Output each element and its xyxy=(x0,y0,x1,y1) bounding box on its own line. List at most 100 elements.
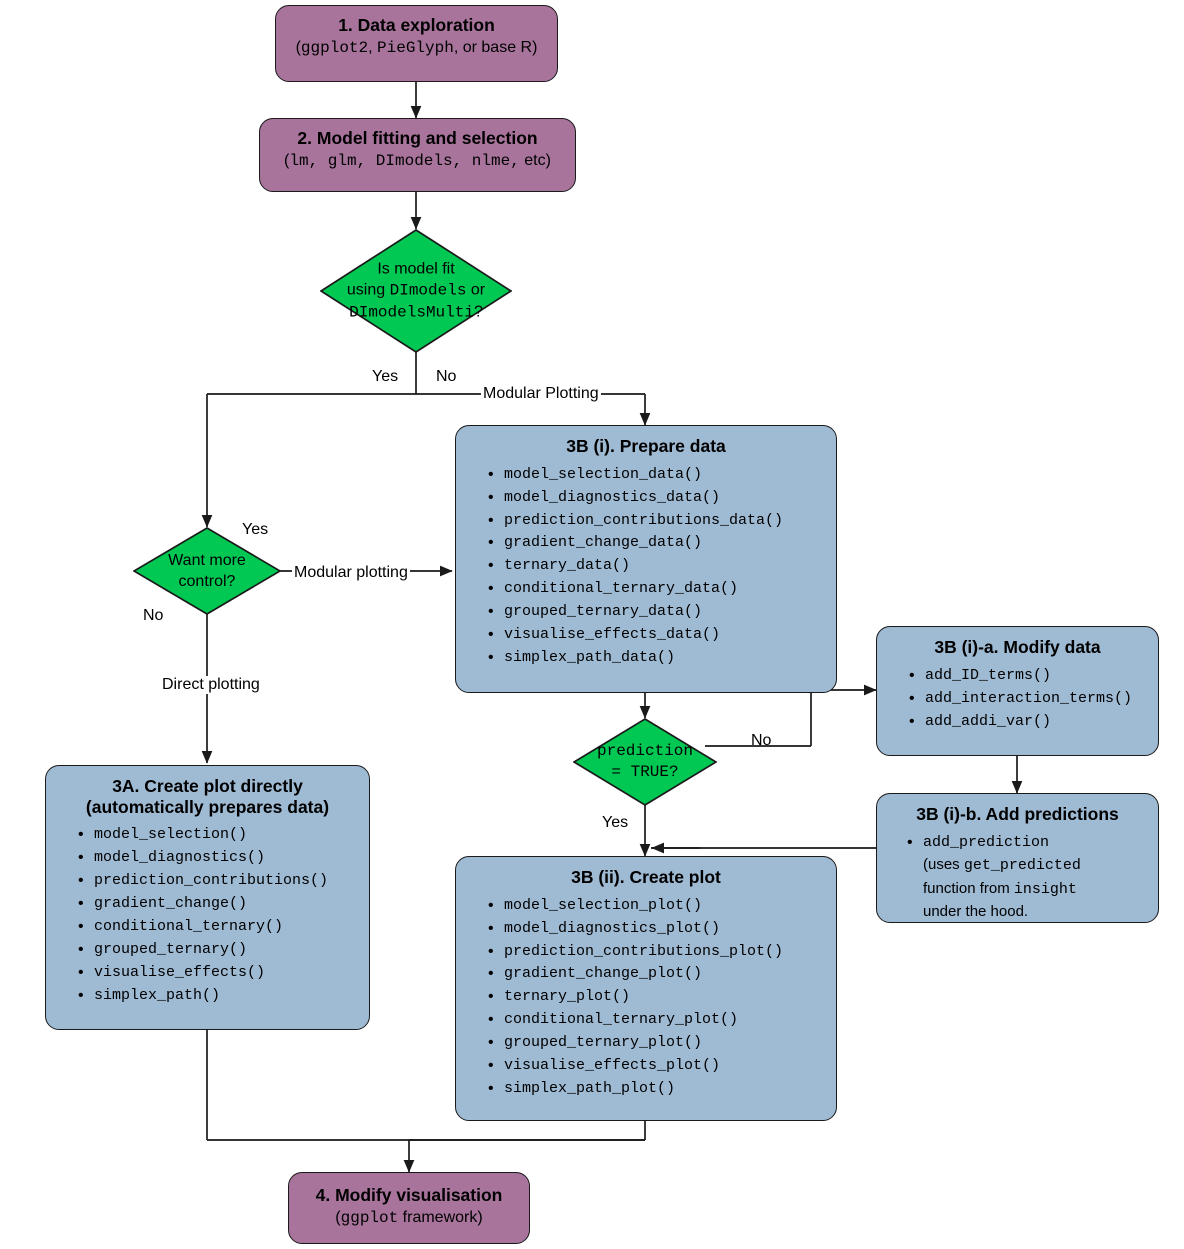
decision-1-line-1: Is model fit xyxy=(377,260,455,278)
node-step-4-modify-visualisation[interactable]: 4. Modify visualisation (ggplot framewor… xyxy=(288,1172,530,1244)
step-4-sub-open: ( xyxy=(335,1208,341,1226)
decision-want-more-control[interactable]: Want more control? xyxy=(133,527,281,615)
step-3bii-function-list: model_selection_plot() model_diagnostics… xyxy=(468,894,824,1102)
node-step-3bia-modify-data[interactable]: 3B (i)-a. Modify data add_ID_terms() add… xyxy=(876,626,1159,756)
decision-1-line-2-pre: using xyxy=(346,281,390,299)
node-step-3bi-prepare-data[interactable]: 3B (i). Prepare data model_selection_dat… xyxy=(455,425,837,693)
step-3bii-title: 3B (ii). Create plot xyxy=(571,867,721,887)
list-item: model_selection_data() xyxy=(488,463,824,487)
decision-1-line-2: using DImodels or xyxy=(320,279,512,301)
list-item: model_selection() xyxy=(78,823,357,847)
step-1-sub-tail: , or base R) xyxy=(453,38,538,56)
decision-is-model-fit-dimodels[interactable]: Is model fit using DImodels or DImodelsM… xyxy=(320,229,512,353)
step-2-sub-tail: etc) xyxy=(519,151,551,169)
step-3bia-title: 3B (i)-a. Modify data xyxy=(934,637,1101,657)
list-item: model_diagnostics() xyxy=(78,846,357,870)
list-item: visualise_effects_data() xyxy=(488,623,824,647)
list-item: gradient_change() xyxy=(78,892,357,916)
decision-2-line-1: Want more xyxy=(168,551,246,569)
step-3a-title-line-2: (automatically prepares data) xyxy=(85,796,330,817)
step-3a-function-list: model_selection() model_diagnostics() pr… xyxy=(58,823,357,1008)
decision-2-label: Want more control? xyxy=(133,550,281,592)
list-item: simplex_path() xyxy=(78,984,357,1008)
edge-label-decision2-no: No xyxy=(143,607,164,624)
decision-1-line-3-post: ? xyxy=(473,303,483,321)
step-4-sub-tail: framework) xyxy=(398,1208,483,1226)
list-item: ternary_plot() xyxy=(488,985,824,1009)
edge-label-decision3-yes: Yes xyxy=(602,814,629,831)
step-3a-title: 3A. Create plot directly (automatically … xyxy=(58,776,357,817)
list-item: model_selection_plot() xyxy=(488,894,824,918)
list-item: visualise_effects() xyxy=(78,961,357,985)
decision-1-pkg-dimodels: DImodels xyxy=(389,281,467,300)
step-3bib-line-3-pre: function from xyxy=(923,879,1014,897)
decision-3-line-2: = TRUE? xyxy=(611,763,679,781)
step-3bib-fn: add_prediction xyxy=(923,833,1050,851)
step-1-sub-pkg2: PieGlyph xyxy=(377,38,454,57)
list-item: add_prediction (uses get_predicted funct… xyxy=(907,831,1146,925)
node-step-3bib-add-predictions[interactable]: 3B (i)-b. Add predictions add_prediction… xyxy=(876,793,1159,923)
diamond-shape xyxy=(133,527,281,615)
list-item: add_ID_terms() xyxy=(909,664,1146,688)
list-item: grouped_ternary_data() xyxy=(488,600,824,624)
edge-label-modular-plotting-upper: Modular Plotting xyxy=(481,385,601,403)
list-item: conditional_ternary() xyxy=(78,915,357,939)
list-item: grouped_ternary_plot() xyxy=(488,1031,824,1055)
step-1-sub-open: ( xyxy=(295,38,301,56)
decision-1-line-2-post: or xyxy=(466,281,486,299)
node-step-1-data-exploration[interactable]: 1. Data exploration (ggplot2, PieGlyph, … xyxy=(275,5,558,82)
step-1-sub-sep: , xyxy=(368,38,378,56)
node-step-3a-create-plot-directly[interactable]: 3A. Create plot directly (automatically … xyxy=(45,765,370,1030)
list-item: gradient_change_plot() xyxy=(488,962,824,986)
list-item: gradient_change_data() xyxy=(488,531,824,555)
step-3a-title-line-1: 3A. Create plot directly xyxy=(112,776,303,796)
step-3bib-title: 3B (i)-b. Add predictions xyxy=(916,804,1119,824)
edge-label-decision3-no: No xyxy=(751,732,772,749)
step-1-sub-pkg1: ggplot2 xyxy=(300,38,369,57)
edge-label-modular-plotting-lower: Modular plotting xyxy=(292,564,410,582)
step-3bi-function-list: model_selection_data() model_diagnostics… xyxy=(468,463,824,671)
list-item: prediction_contributions() xyxy=(78,869,357,893)
list-item: add_interaction_terms() xyxy=(909,687,1146,711)
step-2-sub-open: ( xyxy=(284,151,290,169)
node-step-2-model-fitting[interactable]: 2. Model fitting and selection (lm, glm,… xyxy=(259,118,576,192)
edge-label-direct-plotting: Direct plotting xyxy=(160,676,262,694)
decision-1-line-3: DImodelsMulti? xyxy=(320,302,512,324)
step-4-subtitle: (ggplot framework) xyxy=(299,1208,519,1228)
decision-1-pkg-dimodelsmulti: DImodelsMulti xyxy=(349,303,474,322)
list-item: conditional_ternary_data() xyxy=(488,577,824,601)
step-2-subtitle: (lm, glm, DImodels, nlme, etc) xyxy=(270,151,565,171)
step-3bib-line-2-pre: (uses xyxy=(923,856,964,874)
diamond-shape xyxy=(573,718,717,806)
step-3bib-pkg-insight: insight xyxy=(1013,880,1077,898)
decision-3-label: prediction = TRUE? xyxy=(573,741,717,783)
step-1-subtitle: (ggplot2, PieGlyph, or base R) xyxy=(286,38,547,58)
list-item: model_diagnostics_plot() xyxy=(488,917,824,941)
node-step-3bii-create-plot[interactable]: 3B (ii). Create plot model_selection_plo… xyxy=(455,856,837,1121)
step-3bia-function-list: add_ID_terms() add_interaction_terms() a… xyxy=(889,664,1146,734)
list-item: ternary_data() xyxy=(488,554,824,578)
list-item: simplex_path_data() xyxy=(488,646,824,670)
list-item: visualise_effects_plot() xyxy=(488,1054,824,1078)
list-item: model_diagnostics_data() xyxy=(488,486,824,510)
list-item: prediction_contributions_data() xyxy=(488,509,824,533)
step-2-title: 2. Model fitting and selection xyxy=(297,128,538,148)
step-4-title: 4. Modify visualisation xyxy=(315,1185,503,1205)
decision-3-line-1: prediction xyxy=(596,741,693,760)
decision-prediction-is-true[interactable]: prediction = TRUE? xyxy=(573,718,717,806)
decision-2-line-2: control? xyxy=(178,573,236,590)
step-3bib-line-4: under the hood. xyxy=(923,903,1029,921)
step-3bi-title: 3B (i). Prepare data xyxy=(566,436,726,456)
list-item: conditional_ternary_plot() xyxy=(488,1008,824,1032)
edge-label-decision1-no: No xyxy=(436,368,457,385)
diamond-shape xyxy=(320,229,512,353)
step-1-title: 1. Data exploration xyxy=(338,15,495,35)
step-4-sub-pkg: ggplot xyxy=(340,1208,399,1227)
step-3bib-detail-list: add_prediction (uses get_predicted funct… xyxy=(889,831,1146,925)
list-item: simplex_path_plot() xyxy=(488,1077,824,1101)
edge-label-decision2-yes: Yes xyxy=(242,521,269,538)
list-item: grouped_ternary() xyxy=(78,938,357,962)
list-item: prediction_contributions_plot() xyxy=(488,940,824,964)
step-3bib-fn-get-predicted: get_predicted xyxy=(963,857,1081,875)
